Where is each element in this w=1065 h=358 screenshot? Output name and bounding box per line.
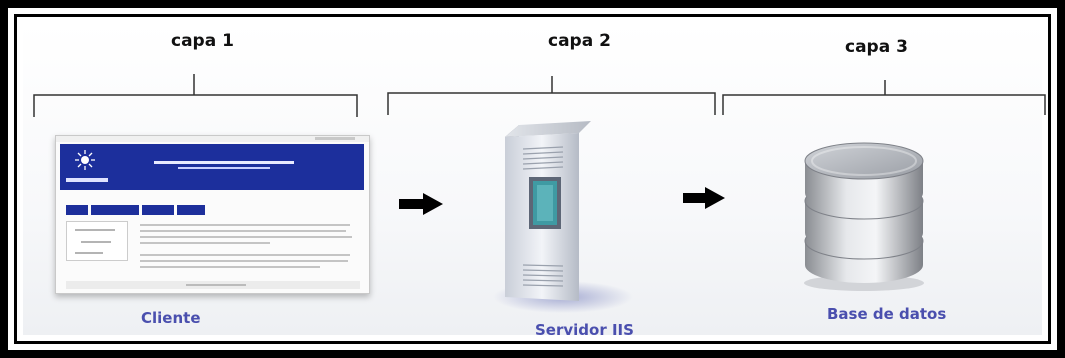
layer-3-label: capa 3 (845, 37, 908, 57)
layer-3-bracket (722, 80, 1046, 115)
database-icon (804, 142, 924, 291)
server-caption: Servidor IIS (535, 321, 634, 339)
arrow-right-icon (683, 187, 725, 209)
database-caption: Base de datos (827, 305, 947, 323)
web-page-icon (55, 135, 370, 294)
layer-2-bracket (387, 76, 716, 115)
client-caption: Cliente (141, 309, 201, 327)
arrow-right-icon (399, 193, 443, 215)
layer-2-label: capa 2 (548, 31, 611, 51)
layer-1-bracket (33, 74, 358, 117)
server-tower-icon (493, 121, 633, 313)
layer-1-label: capa 1 (171, 31, 234, 51)
three-tier-diagram: capa 1 capa 2 capa 3 (23, 23, 1046, 339)
